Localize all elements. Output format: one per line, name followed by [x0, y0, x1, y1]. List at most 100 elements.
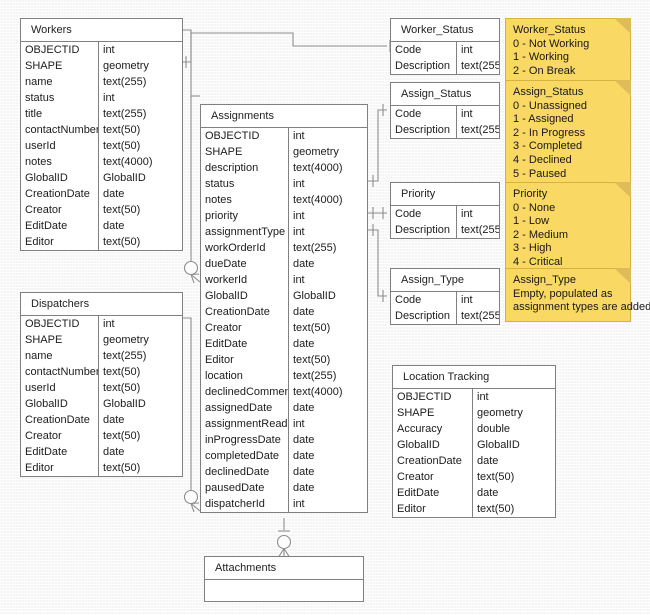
note-line: 1 - Working [513, 51, 570, 64]
field-type: text(255) [103, 108, 147, 120]
field-name: name [21, 74, 99, 90]
relationship-workers-status [183, 32, 391, 68]
entity-field-row: Description text(255) [391, 122, 499, 138]
field-name: SHAPE [393, 405, 473, 421]
entity-workers-title: Workers [21, 19, 182, 42]
field-name: notes [21, 154, 99, 170]
field-name: Code [391, 206, 457, 222]
field-name: title [21, 106, 99, 122]
entity-worker-status-title: Worker_Status [391, 19, 499, 42]
field-type: text(255) [461, 124, 499, 136]
field-type: int [461, 108, 473, 120]
field-type: GlobalID [477, 439, 520, 451]
entity-attachments[interactable]: Attachments [204, 556, 364, 602]
field-type: text(255) [103, 76, 147, 88]
note-line: 4 - Critical [513, 255, 563, 268]
note-line: 0 - Unassigned [513, 99, 587, 112]
note-line: 2 - On Break [513, 64, 576, 77]
field-type: text(4000) [103, 156, 153, 168]
field-type: int [103, 92, 115, 104]
field-type: date [293, 306, 315, 318]
field-name: Accuracy [393, 421, 473, 437]
field-type: GlobalID [293, 290, 336, 302]
field-name: CreationDate [393, 453, 473, 469]
entity-assign-status-title: Assign_Status [391, 83, 499, 106]
field-type: int [103, 44, 115, 56]
field-name: contactNumber [21, 364, 99, 380]
note-line: assignment types are added [513, 301, 650, 314]
entity-field-row: assignedDate date [201, 400, 367, 416]
relationship-assignments-status [368, 104, 387, 187]
field-type: int [461, 208, 473, 220]
field-type: text(255) [293, 242, 337, 254]
field-name: assignedDate [201, 400, 289, 416]
field-name: pausedDate [201, 480, 289, 496]
field-type: GlobalID [103, 172, 146, 184]
relationship-dispatchers-assignments [183, 317, 201, 513]
field-type: double [477, 423, 511, 435]
field-name: Description [391, 308, 457, 324]
field-type: date [293, 402, 315, 414]
field-type: int [461, 44, 473, 56]
field-type: date [293, 258, 315, 270]
field-type: geometry [103, 334, 149, 346]
field-name: assignmentRead [201, 416, 289, 432]
field-name: workOrderId [201, 240, 289, 256]
field-type: text(255) [461, 224, 499, 236]
field-type: text(255) [103, 350, 147, 362]
field-name: CreationDate [21, 186, 99, 202]
field-name: description [201, 160, 289, 176]
relationship-workers-assignments [183, 29, 201, 284]
field-type: int [103, 318, 115, 330]
relationship-assignments-priority [368, 207, 387, 219]
field-type: date [103, 220, 125, 232]
field-name: Description [391, 122, 457, 138]
entity-field-row: Accuracy double [393, 421, 555, 437]
note-line: 3 - High [513, 242, 552, 255]
field-name: userId [21, 380, 99, 396]
note-line: 1 - Assigned [513, 113, 574, 126]
field-type: text(255) [461, 310, 499, 322]
field-name: dispatcherId [201, 496, 289, 512]
field-name: userId [21, 138, 99, 154]
field-type: geometry [477, 407, 523, 419]
field-type: int [477, 391, 489, 403]
field-type: int [293, 418, 305, 430]
field-name: CreationDate [21, 412, 99, 428]
